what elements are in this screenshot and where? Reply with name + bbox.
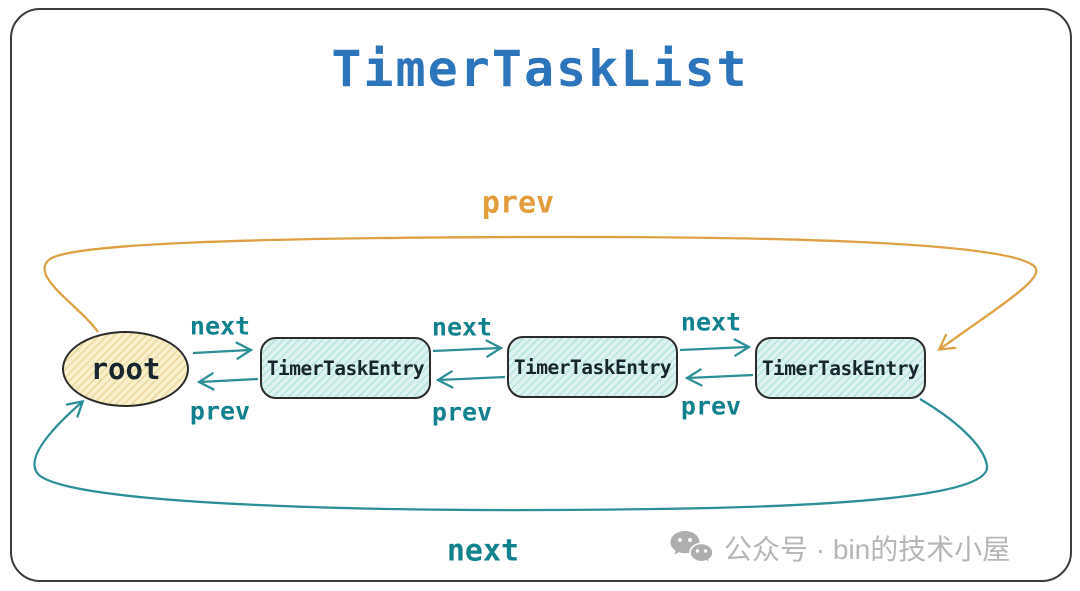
- watermark-text: 公众号 · bin的技术小屋: [724, 534, 1011, 565]
- edge-label-next-1: next: [189, 311, 251, 341]
- node-entry-label: TimerTaskEntry: [266, 356, 425, 380]
- watermark: 公众号 · bin的技术小屋: [668, 528, 1010, 568]
- node-entry-label: TimerTaskEntry: [513, 355, 672, 379]
- outer-prev-label: prev: [481, 185, 555, 221]
- edge-label-prev-3: prev: [680, 391, 742, 421]
- edge-label-prev-2: prev: [431, 397, 493, 427]
- node-timer-task-entry-1: TimerTaskEntry: [260, 337, 431, 399]
- node-timer-task-entry-3: TimerTaskEntry: [755, 337, 926, 399]
- node-timer-task-entry-2: TimerTaskEntry: [507, 336, 678, 398]
- node-entry-label: TimerTaskEntry: [761, 356, 920, 380]
- wechat-icon: [670, 531, 714, 565]
- node-root: root: [62, 331, 189, 407]
- diagram-title: TimerTaskList: [331, 40, 749, 98]
- edge-label-prev-1: prev: [189, 396, 251, 426]
- outer-next-label: next: [446, 533, 520, 569]
- edge-label-next-2: next: [431, 312, 493, 342]
- node-root-label: root: [90, 352, 161, 386]
- edge-label-next-3: next: [680, 307, 742, 337]
